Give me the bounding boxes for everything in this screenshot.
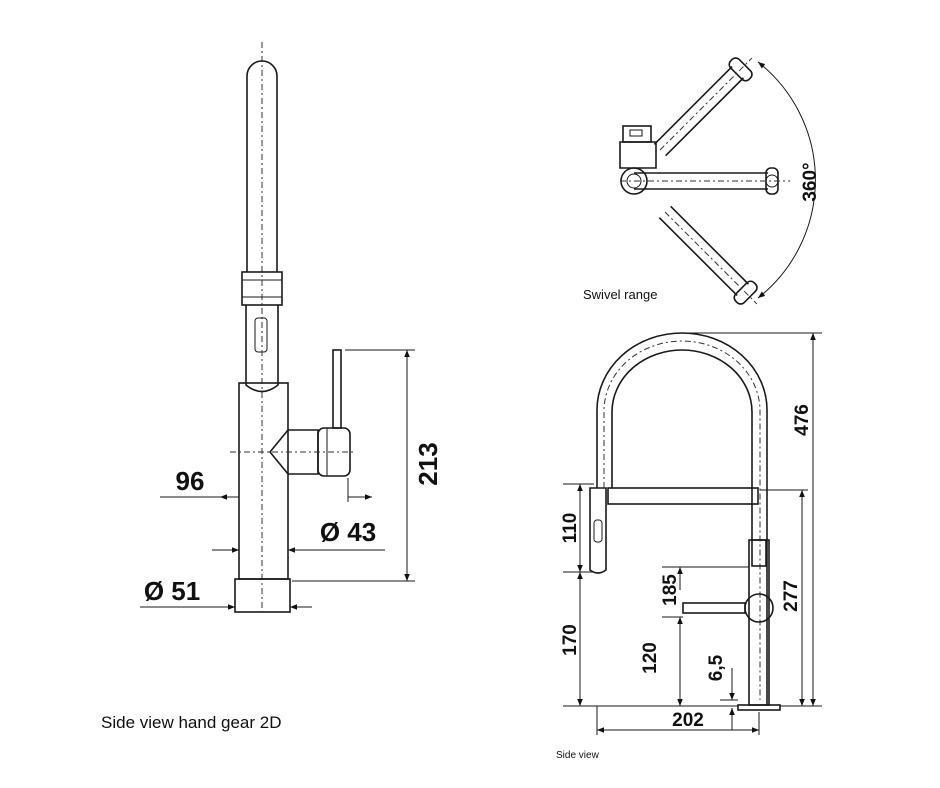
dim-476: 476 bbox=[792, 404, 813, 436]
left-lever-handle bbox=[332, 349, 342, 429]
caption-right-view: Side view bbox=[556, 750, 600, 761]
swivel-range-view: 360° Swivel range bbox=[583, 57, 821, 305]
dim-170: 170 bbox=[560, 624, 581, 656]
dim-110: 110 bbox=[560, 513, 581, 544]
dim-277: 277 bbox=[781, 580, 802, 612]
left-side-view: 213 96 Ø 43 Ø 51 Side view hand gear 2D bbox=[101, 42, 443, 732]
left-body bbox=[238, 382, 289, 580]
dim-360: 360° bbox=[800, 162, 821, 201]
right-side-view: 476 277 110 170 185 120 6,5 202 Side vie… bbox=[556, 332, 822, 761]
dim-202: 202 bbox=[672, 710, 704, 731]
right-lever-handle bbox=[682, 602, 746, 614]
swivel-arm-upper bbox=[653, 65, 745, 157]
swivel-arm-lower bbox=[658, 205, 750, 297]
left-coupling-ring bbox=[241, 271, 283, 306]
swivel-arc bbox=[757, 61, 816, 299]
left-hand-shower bbox=[245, 305, 279, 393]
right-hand-shower bbox=[589, 487, 607, 574]
dim-96: 96 bbox=[176, 466, 205, 496]
right-spring-arch bbox=[596, 332, 768, 705]
dim-6-5: 6,5 bbox=[706, 654, 727, 681]
caption-left-view: Side view hand gear 2D bbox=[101, 713, 282, 732]
swivel-arm-center bbox=[634, 172, 768, 190]
dim-213: 213 bbox=[413, 442, 443, 485]
left-base bbox=[234, 578, 291, 613]
left-shower-button bbox=[254, 317, 268, 353]
dim-120: 120 bbox=[640, 642, 661, 674]
left-spout-tube bbox=[246, 60, 278, 272]
right-base bbox=[737, 704, 781, 711]
dim-185: 185 bbox=[660, 574, 681, 606]
right-holder-bar bbox=[607, 487, 759, 505]
dim-o43: Ø 43 bbox=[320, 517, 376, 547]
dim-o51: Ø 51 bbox=[144, 576, 200, 606]
caption-swivel: Swivel range bbox=[583, 287, 657, 302]
swivel-bracket bbox=[622, 125, 652, 143]
